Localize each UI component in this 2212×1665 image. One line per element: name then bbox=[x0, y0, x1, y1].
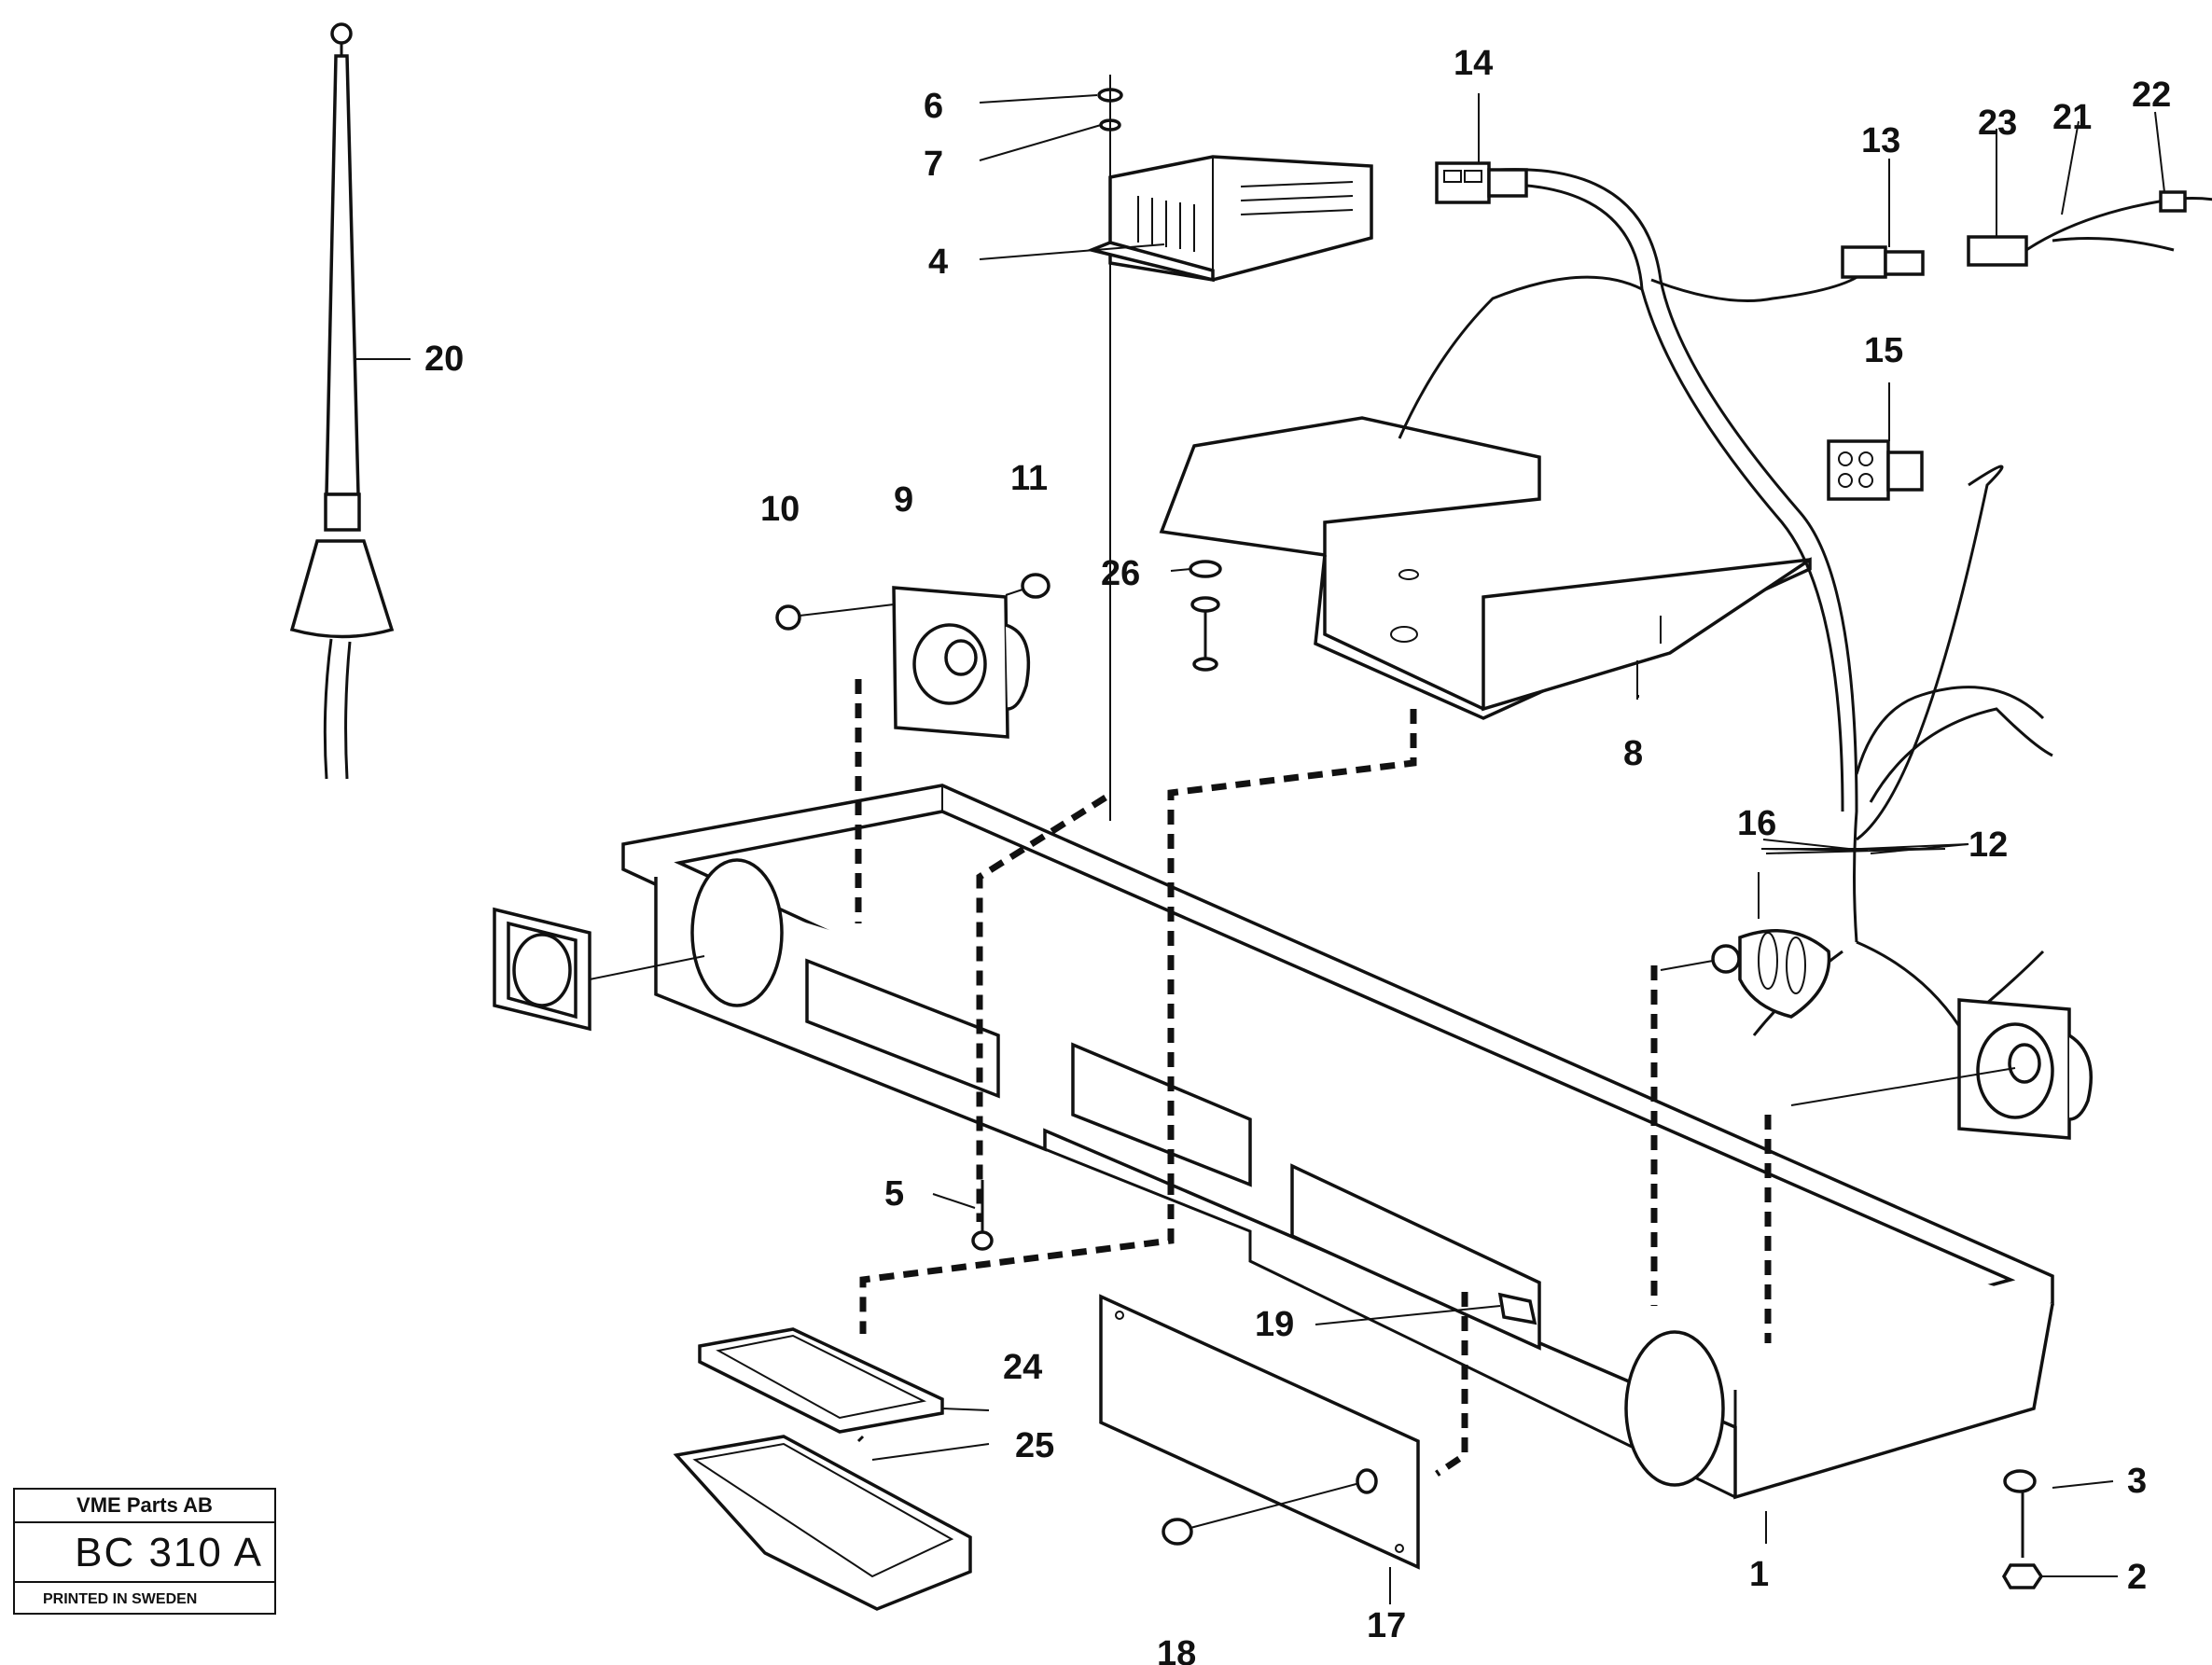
radio-unit bbox=[1086, 75, 1373, 821]
clip-19 bbox=[1497, 1292, 1537, 1325]
screw-18 bbox=[1162, 1468, 1378, 1546]
callout-2: 2 bbox=[2127, 1558, 2147, 1597]
switch-16 bbox=[1660, 928, 1831, 1019]
tray-25 bbox=[673, 1435, 972, 1611]
callout-20: 20 bbox=[424, 340, 464, 379]
callout-24: 24 bbox=[1003, 1348, 1042, 1387]
callout-5: 5 bbox=[884, 1174, 904, 1214]
callout-3: 3 bbox=[2127, 1462, 2147, 1501]
callout-18: 18 bbox=[1157, 1634, 1196, 1665]
callout-10: 10 bbox=[760, 490, 800, 529]
callout-leaders bbox=[355, 93, 2165, 1604]
connector-15 bbox=[1827, 439, 1924, 501]
nut-11 bbox=[1005, 573, 1050, 599]
antenna bbox=[289, 22, 395, 780]
callout-11: 11 bbox=[1010, 459, 1048, 498]
callout-6: 6 bbox=[924, 87, 943, 126]
callout-7: 7 bbox=[924, 145, 943, 184]
speaker-outer-left bbox=[493, 907, 705, 1032]
title-block: VME Parts AB BC 310 A PRINTED IN SWEDEN bbox=[13, 1488, 276, 1615]
bolt-2 bbox=[2001, 1492, 2044, 1589]
connector-14 bbox=[1435, 161, 1528, 204]
callout-8: 8 bbox=[1623, 734, 1643, 773]
callout-labels: 1 2 3 4 5 6 7 8 9 10 11 12 13 14 15 16 1… bbox=[424, 44, 2171, 1665]
speaker-right bbox=[1790, 998, 2093, 1140]
callout-14: 14 bbox=[1454, 44, 1493, 83]
callout-26: 26 bbox=[1101, 554, 1140, 593]
callout-22: 22 bbox=[2132, 76, 2171, 115]
diagram-code: BC 310 A bbox=[15, 1523, 274, 1583]
callout-13: 13 bbox=[1861, 121, 1900, 160]
cover-24 bbox=[698, 1327, 944, 1434]
wiring-harness bbox=[1398, 168, 2053, 1036]
callout-12: 12 bbox=[1969, 826, 2008, 865]
panel-17 bbox=[1099, 1294, 1420, 1570]
callout-16: 16 bbox=[1737, 804, 1776, 843]
printed-in: PRINTED IN SWEDEN bbox=[43, 1591, 198, 1607]
bracket bbox=[1159, 416, 1812, 720]
callout-19: 19 bbox=[1255, 1305, 1294, 1344]
callout-21: 21 bbox=[2052, 98, 2092, 137]
callout-25: 25 bbox=[1015, 1426, 1054, 1465]
cable-21 bbox=[1967, 190, 2212, 267]
screw-10 bbox=[775, 604, 895, 631]
callout-17: 17 bbox=[1367, 1606, 1406, 1645]
callout-4: 4 bbox=[928, 243, 948, 282]
nut-3 bbox=[2003, 1469, 2037, 1493]
company-name: VME Parts AB bbox=[15, 1490, 274, 1523]
callout-1: 1 bbox=[1749, 1555, 1769, 1594]
callout-9: 9 bbox=[894, 480, 913, 520]
callout-23: 23 bbox=[1978, 104, 2017, 143]
screw-5 bbox=[971, 1180, 994, 1251]
dashed-guides bbox=[855, 679, 1772, 1477]
screw-26 bbox=[1189, 560, 1222, 672]
callout-15: 15 bbox=[1864, 331, 1903, 370]
speaker-left-upper bbox=[892, 586, 1031, 739]
connector-13 bbox=[1841, 245, 1925, 279]
